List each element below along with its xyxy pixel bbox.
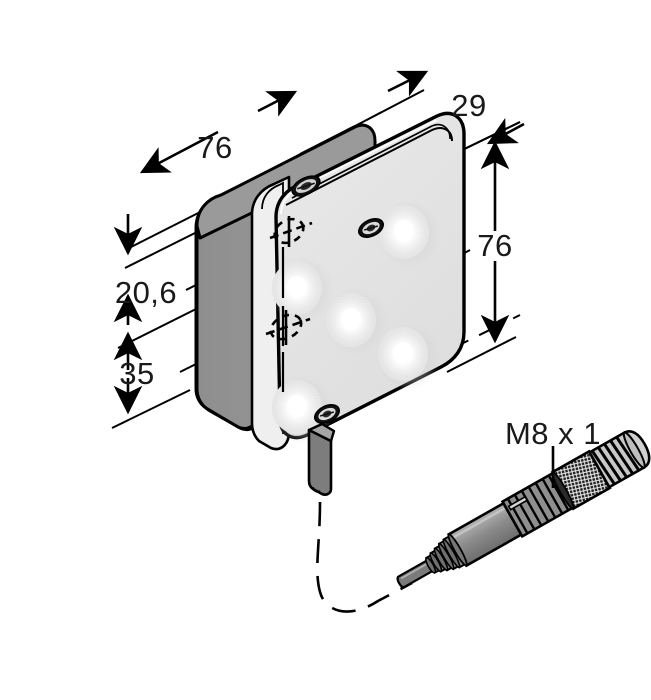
led-array [270,200,441,443]
dimension-offset-20-6-label: 20,6 [115,275,177,310]
connector-cable-tail [396,558,435,589]
led-center [324,288,388,356]
callout-m8-thread-label: M8 x 1 [505,416,601,451]
dimension-offset-35-label: 35 [119,356,154,391]
dimension-offset-20-6: 20,6 [113,214,177,325]
dimension-offset-35: 35 [113,331,154,415]
dimension-height-76: 76 [477,140,512,344]
screw-top-face [291,175,321,197]
dimension-depth-29-label: 29 [451,88,486,123]
housing-front-rim-2 [291,123,451,199]
led-mid-right [376,322,440,390]
dimension-width-76-label: 76 [197,130,232,165]
centerline-mounting-hole-upper [269,216,313,247]
dimension-width-76: 76 [139,90,298,174]
housing-screws [291,175,384,424]
dimension-depth-29: 29 [387,70,525,145]
housing-bezel-groove [261,181,284,434]
centerline-mounting-hole-lower [265,310,311,345]
cable-stub [307,422,336,496]
connector-thread-m8 [587,429,651,489]
led-top-right [377,200,441,268]
dimension-height-76-label: 76 [477,228,512,263]
m8-connector-assembly [396,429,651,589]
cable-dashed-run [316,501,413,613]
led-mid-left [270,256,334,324]
housing-front-rim [285,127,453,206]
screw-front-upper [358,218,384,238]
dimension-lines: 76 29 76 20,6 35 [113,70,525,415]
led-illuminator-housing [194,111,466,496]
screw-front-lower [314,404,340,424]
